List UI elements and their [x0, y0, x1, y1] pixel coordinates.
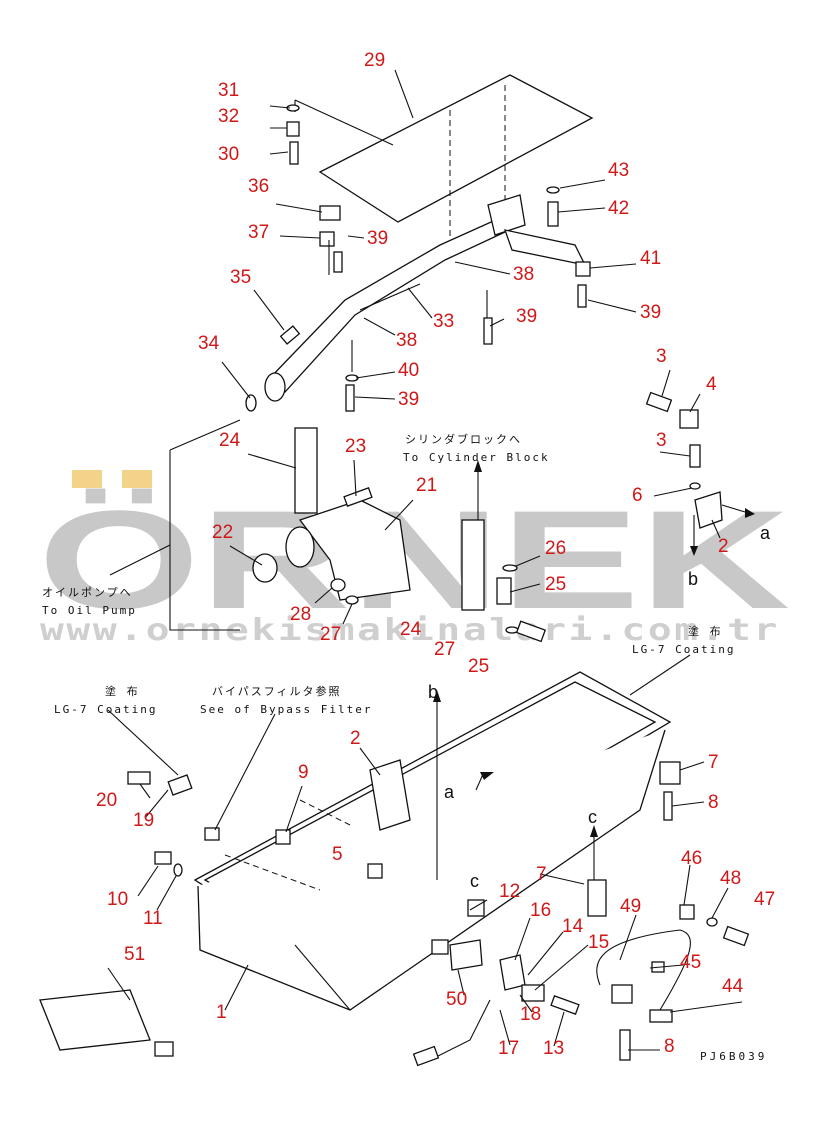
callout: 12: [499, 881, 520, 902]
callout: 37: [248, 222, 269, 243]
note-oil-pump-jp: オイルポンプへ: [42, 586, 133, 599]
callout: 2: [350, 728, 361, 749]
view-mark-b2: b: [428, 682, 438, 702]
callout: 30: [218, 144, 239, 165]
callout: 26: [545, 538, 566, 559]
oil-pan: [39, 671, 750, 1067]
callout: 49: [620, 896, 641, 917]
callout: 17: [498, 1038, 519, 1059]
callout: 9: [298, 762, 309, 783]
watermark-brand: ÖRNEK: [38, 481, 790, 638]
view-mark-c1: c: [470, 871, 479, 891]
note-coating2-jp: 塗 布: [688, 624, 723, 638]
callout: 32: [218, 106, 239, 127]
callout: 3: [656, 346, 667, 367]
right-bracket: [645, 391, 755, 556]
callout: 38: [396, 330, 417, 351]
watermark: ÖRNEK www.ornekismakinalari.com.tr: [38, 470, 790, 648]
callout: 4: [706, 374, 717, 395]
callout: 50: [446, 989, 467, 1010]
callout: 34: [198, 333, 220, 354]
callout: 40: [398, 360, 419, 381]
callout: 6: [632, 485, 643, 506]
callout: 1: [216, 1002, 227, 1023]
callout: 22: [212, 522, 233, 543]
callout: 39: [516, 306, 537, 327]
callout: 41: [640, 248, 661, 269]
callout: 51: [124, 944, 145, 965]
bracket-2: [369, 759, 411, 831]
callout: 43: [608, 160, 629, 181]
strainer-51: [39, 989, 151, 1051]
callout: 27: [320, 624, 341, 645]
tube-assembly: [245, 74, 594, 412]
view-mark-c2: c: [588, 807, 597, 827]
callout: 28: [290, 604, 311, 625]
bracket-24b: [461, 519, 485, 611]
callout: 15: [588, 932, 609, 953]
callout: 10: [107, 889, 128, 910]
note-cylinder-block-en: To Cylinder Block: [403, 451, 550, 464]
callout: 27: [434, 639, 455, 660]
callout: 44: [722, 976, 744, 997]
callout: 39: [640, 302, 661, 323]
note-coating-jp: 塗 布: [105, 684, 140, 698]
note-coating2-en: LG-7 Coating: [632, 643, 735, 656]
view-mark-b1: b: [688, 569, 698, 589]
cover-plate: [318, 74, 594, 223]
callout: 45: [680, 952, 701, 973]
callout: 35: [230, 267, 251, 288]
callouts: 29 31 32 30 36 37 39 35 34 38 33 39 40 3…: [96, 50, 775, 1059]
callout: 47: [754, 889, 775, 910]
bracket-24: [294, 427, 318, 514]
note-coating-en: LG-7 Coating: [54, 703, 157, 716]
callout: 31: [218, 80, 239, 101]
callout: 25: [545, 574, 566, 595]
callout: 2: [718, 536, 729, 557]
view-mark-a2: a: [444, 782, 455, 802]
callout: 39: [398, 389, 419, 410]
callout: 21: [416, 475, 437, 496]
callout: 24: [400, 619, 422, 640]
callout: 11: [143, 908, 163, 929]
callout: 14: [562, 916, 584, 937]
callout: 8: [708, 792, 719, 813]
callout: 7: [536, 864, 547, 885]
callout: 13: [543, 1038, 564, 1059]
note-bypass-jp: バイパスフィルタ参照: [212, 684, 342, 698]
callout: 23: [345, 436, 366, 457]
callout: 8: [664, 1036, 675, 1057]
callout: 33: [433, 311, 454, 332]
watermark-url: www.ornekismakinalari.com.tr: [40, 613, 780, 648]
callout: 42: [608, 198, 629, 219]
note-oil-pump-en: To Oil Pump: [42, 604, 137, 617]
callout: 36: [248, 176, 269, 197]
callout: 39: [367, 228, 388, 249]
callout: 5: [332, 844, 343, 865]
leader-lines: [107, 69, 743, 1051]
callout: 46: [681, 848, 702, 869]
callout: 29: [364, 50, 385, 71]
callout: 3: [656, 430, 667, 451]
callout: 19: [133, 810, 154, 831]
callout: 7: [708, 752, 719, 773]
view-mark-a1: a: [760, 523, 771, 543]
callout: 38: [513, 264, 534, 285]
view-marks: a b a b c c: [428, 523, 771, 891]
callout: 20: [96, 790, 117, 811]
notes: シリンダブロックへ To Cylinder Block オイルポンプへ To O…: [42, 432, 767, 1063]
callout: 24: [219, 430, 241, 451]
suction-assembly: [109, 419, 547, 643]
watermark-accent-left: [72, 470, 102, 488]
callout: 16: [530, 900, 551, 921]
callout: 48: [720, 868, 741, 889]
callout: 25: [468, 656, 489, 677]
watermark-accent-right: [122, 470, 152, 488]
callout: 18: [520, 1004, 541, 1025]
drawing-code: PJ6B039: [700, 1050, 767, 1063]
note-cylinder-block-jp: シリンダブロックへ: [405, 432, 522, 446]
note-bypass-en: See of Bypass Filter: [200, 703, 372, 716]
